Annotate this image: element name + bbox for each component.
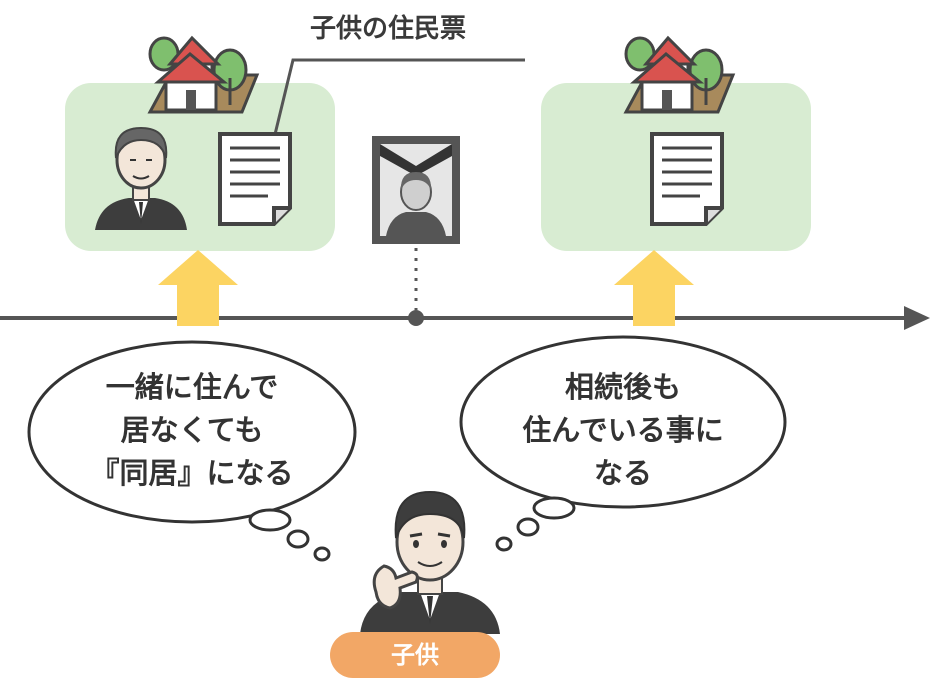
child-thinking-icon <box>360 490 500 634</box>
house-icon <box>623 35 736 114</box>
child-badge: 子供 <box>330 632 500 678</box>
thought-bubble-left <box>27 340 357 524</box>
left-bubble-line-3: 『同居』になる <box>90 456 294 490</box>
right-bubble-line-2: 住んでいる事に <box>522 413 724 447</box>
memorial-portrait-icon <box>372 136 460 244</box>
timeline-death-point <box>408 310 424 326</box>
left-bubble-line-1: 一緒に住んで <box>105 370 279 404</box>
right-bubble-line-1: 相続後も <box>564 370 681 404</box>
document-callout-label: 子供の住民票 <box>310 14 467 44</box>
up-arrow-left <box>158 250 238 326</box>
father-icon <box>95 126 187 230</box>
right-bubble-line-3: なる <box>593 456 652 490</box>
thought-bubble-right <box>459 335 787 509</box>
house-icon <box>147 35 260 114</box>
left-bubble-line-2: 居なくても <box>120 413 264 447</box>
left-bubble-text: 一緒に住んで 居なくても 『同居』になる <box>42 366 342 495</box>
thought-bubble-right-tail-large <box>532 496 576 520</box>
callout-leader-line <box>268 58 525 156</box>
thought-bubble-left-tail-small <box>313 546 331 562</box>
thought-bubble-left-tail-large <box>248 508 292 532</box>
thought-bubble-right-tail-medium <box>516 517 540 537</box>
up-arrow-right <box>614 250 694 326</box>
timeline-arrowhead <box>904 306 930 330</box>
thought-bubble-right-tail-small <box>495 536 513 552</box>
thought-bubble-left-tail-medium <box>286 529 310 549</box>
right-bubble-text: 相続後も 住んでいる事に なる <box>473 366 773 495</box>
document-icon <box>650 132 724 226</box>
document-icon <box>218 132 292 226</box>
